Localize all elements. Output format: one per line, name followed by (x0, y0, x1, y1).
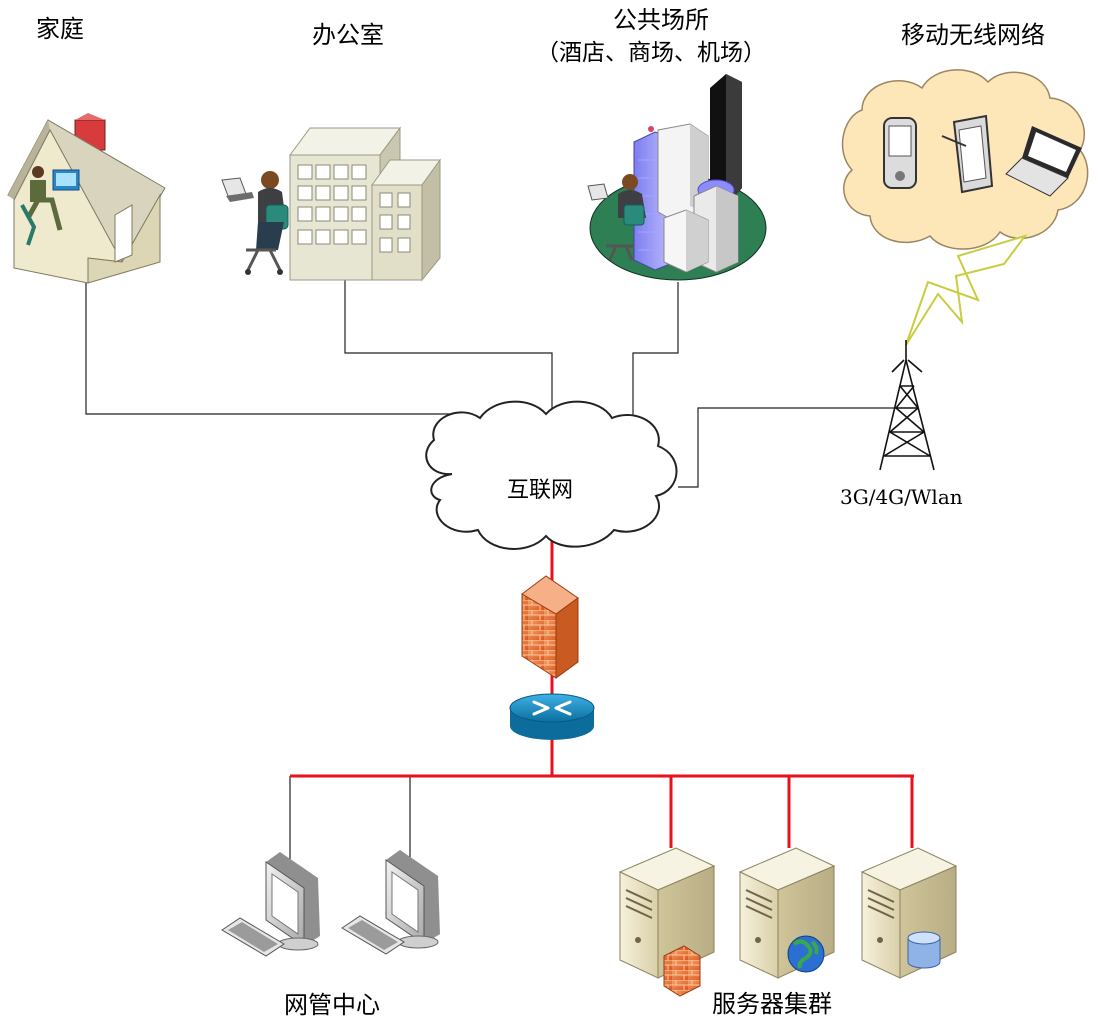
public-places-label: 公共场所 (613, 6, 709, 34)
nms-label: 网管中心 (284, 991, 380, 1019)
workstation-icon (221, 852, 320, 957)
database-server-icon (860, 847, 958, 979)
public-places-sublabel: （酒店、商场、机场） (536, 40, 766, 66)
database-icon (907, 931, 941, 969)
home-to-internet-line (85, 280, 471, 440)
cell-tower-icon (879, 340, 935, 471)
office-to-internet-line (344, 278, 553, 440)
internet-label: 互联网 (507, 478, 574, 503)
tablet-icon (941, 114, 994, 194)
tower-to-internet-line (678, 407, 896, 488)
router-icon (509, 693, 595, 740)
mobile-network-cloud-icon (841, 69, 1089, 250)
public-to-internet-line (632, 282, 679, 440)
lightning-signal-icon (905, 234, 1028, 346)
mobile-network-label: 移动无线网络 (901, 21, 1045, 49)
cloud-icon (425, 400, 678, 550)
office-label: 办公室 (312, 21, 384, 49)
laptop-icon (1005, 126, 1082, 197)
pda-icon (883, 117, 917, 189)
internal-links (290, 538, 914, 848)
firewall-icon (521, 575, 579, 679)
house-icon (7, 113, 166, 284)
server-cluster-label: 服务器集群 (712, 990, 832, 1018)
cell-network-label: 3G/4G/Wlan (840, 485, 963, 509)
city-buildings-icon (587, 74, 767, 281)
home-label: 家庭 (36, 15, 84, 43)
office-building-icon (221, 126, 441, 282)
firewall-server-icon (618, 847, 716, 997)
web-server-icon (738, 847, 836, 979)
external-links (85, 278, 896, 860)
workstation-icon (341, 850, 440, 955)
